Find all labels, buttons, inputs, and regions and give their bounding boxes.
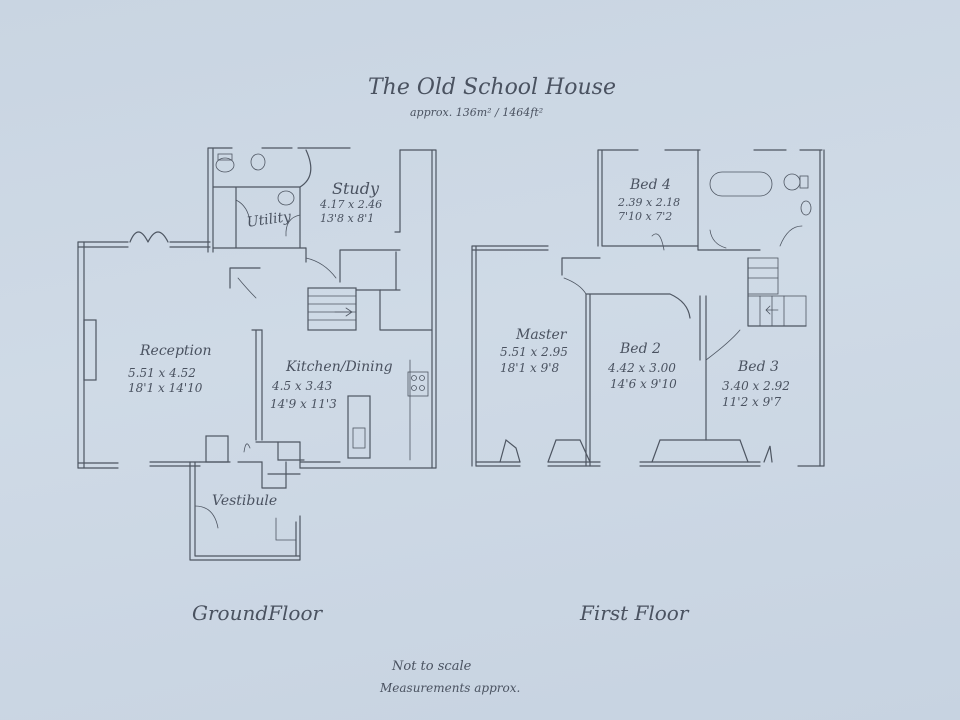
room-name: Bed 4	[630, 177, 671, 193]
room-imperial: 11'2 x 9'7	[722, 395, 782, 409]
plan-total-area: approx. 136m² / 1464ft²	[410, 106, 544, 119]
room-metric: 3.40 x 2.92	[722, 379, 790, 393]
room-metric: 5.51 x 4.52	[128, 366, 196, 380]
ground-floor-label: GroundFloor	[192, 601, 323, 625]
room-name: Vestibule	[212, 493, 278, 509]
footer-not-to-scale: Not to scale	[392, 659, 472, 674]
room-metric: 4.5 x 3.43	[272, 379, 333, 393]
room-metric: 2.39 x 2.18	[618, 196, 681, 209]
room-name: Kitchen/Dining	[286, 359, 393, 375]
first-floor-label: First Floor	[580, 601, 689, 625]
ground-floor-walls	[77, 147, 437, 561]
room-imperial: 13'8 x 8'1	[320, 212, 375, 225]
room-imperial: 14'9 x 11'3	[270, 397, 337, 411]
room-imperial: 14'6 x 9'10	[610, 377, 677, 391]
room-name: Bed 3	[738, 359, 779, 375]
footer-measurements-approx: Measurements approx.	[380, 681, 521, 695]
room-imperial: 18'1 x 9'8	[500, 361, 560, 375]
room-imperial: 7'10 x 7'2	[618, 210, 673, 223]
room-name: Study	[332, 179, 379, 198]
room-metric: 4.42 x 3.00	[608, 361, 676, 375]
room-name: Master	[516, 327, 567, 343]
room-name: Bed 2	[620, 341, 661, 357]
plan-title: The Old School House	[368, 75, 616, 100]
room-metric: 5.51 x 2.95	[500, 345, 568, 359]
room-name: Reception	[140, 343, 212, 359]
first-floor-walls	[471, 149, 825, 467]
room-imperial: 18'1 x 14'10	[128, 381, 203, 395]
room-metric: 4.17 x 2.46	[320, 198, 383, 211]
